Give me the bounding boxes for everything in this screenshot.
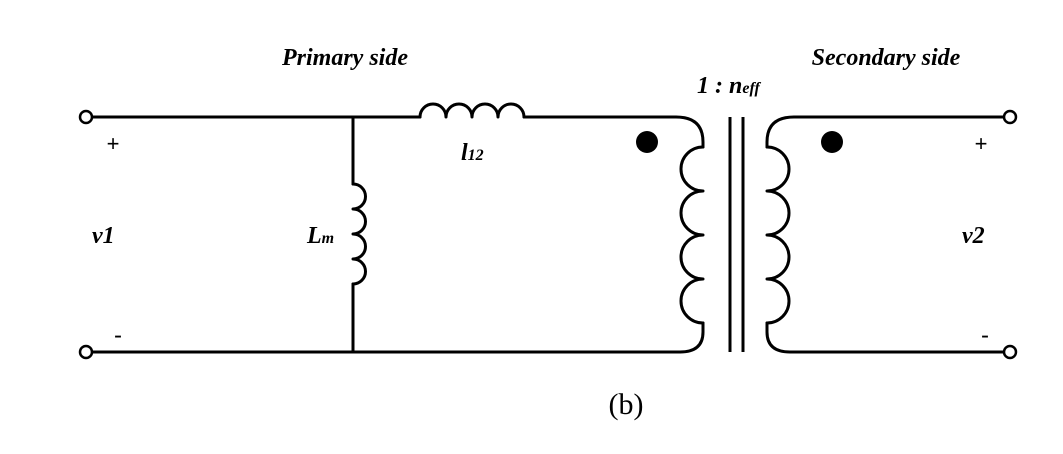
figure-caption: (b) xyxy=(609,388,644,421)
secondary-plus-sign: + xyxy=(975,131,988,156)
magnetizing-inductor-lm xyxy=(351,182,367,286)
secondary-bottom-wire xyxy=(765,321,1007,354)
terminal-secondary-positive xyxy=(1002,109,1018,125)
turns-ratio-label: 1 : neff xyxy=(697,73,761,99)
turns-ratio-main: 1 : n xyxy=(697,73,742,99)
secondary-polarity-dot xyxy=(821,131,843,153)
secondary-voltage-label: v2 xyxy=(962,223,985,249)
magnetizing-inductor-label-sub: m xyxy=(322,230,334,247)
primary-top-wire-right xyxy=(522,115,705,149)
primary-plus-sign: + xyxy=(107,131,120,156)
primary-minus-sign: - xyxy=(114,322,122,349)
primary-bottom-wire-right xyxy=(678,321,705,354)
series-inductor-label-main: l xyxy=(461,140,468,166)
primary-voltage-label: v1 xyxy=(92,223,115,249)
primary-polarity-dot xyxy=(636,131,658,153)
turns-ratio-sub: eff xyxy=(742,80,761,97)
secondary-side-label: Secondary side xyxy=(812,45,961,71)
terminal-primary-positive xyxy=(78,109,94,125)
primary-winding xyxy=(679,145,705,325)
series-inductor-label-sub: 12 xyxy=(468,147,484,164)
primary-side-label: Primary side xyxy=(281,45,408,71)
series-inductor-l12 xyxy=(418,102,526,119)
secondary-minus-sign: - xyxy=(981,322,989,349)
terminal-secondary-negative xyxy=(1002,344,1018,360)
secondary-winding xyxy=(765,145,791,325)
magnetizing-inductor-label: Lm xyxy=(306,223,334,249)
series-inductor-label: l12 xyxy=(461,140,484,166)
terminal-primary-negative xyxy=(78,344,94,360)
magnetizing-inductor-label-main: L xyxy=(306,223,322,249)
secondary-top-wire xyxy=(765,115,1007,149)
